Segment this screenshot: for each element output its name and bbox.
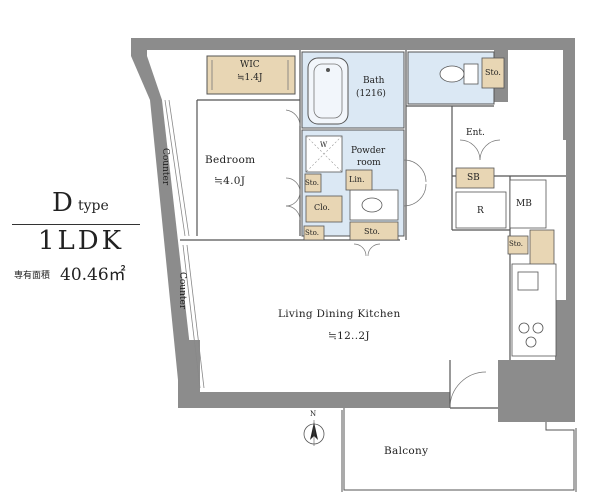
- ldk-label: Living Dining Kitchen: [278, 308, 401, 320]
- refrigerator-label: R: [477, 206, 484, 216]
- type-divider: [12, 224, 140, 225]
- wic-room: [206, 55, 296, 95]
- compass-label: N: [310, 410, 317, 418]
- powder-label-1: Powder: [351, 146, 386, 156]
- bath-label: Bath: [363, 76, 385, 86]
- type-letter: D: [52, 188, 73, 218]
- counter-label-lower: Counter: [177, 272, 187, 310]
- balcony: [341, 408, 577, 492]
- toilet-storage-label: Sto.: [485, 68, 501, 77]
- linen-label: Lin.: [349, 175, 365, 184]
- meter-box-label: MB: [516, 199, 532, 209]
- bath-size: (1216): [356, 89, 386, 99]
- balcony-label: Balcony: [384, 445, 429, 457]
- powder-room: [301, 129, 405, 237]
- counter-lines: [164, 99, 205, 389]
- entrance-label: Ent.: [466, 128, 485, 138]
- wic-size: ≒1.4J: [237, 73, 263, 83]
- washer-label: W: [320, 141, 328, 149]
- entrance-area: [455, 139, 547, 229]
- kitchen-counter: [507, 229, 557, 357]
- ldk-size: ≒12..2J: [328, 330, 370, 342]
- shoebox-label: SB: [467, 173, 480, 183]
- door-swings: [285, 109, 487, 409]
- powder-label-2: room: [357, 158, 381, 168]
- toilet-room: [407, 51, 505, 105]
- wic-label: WIC: [240, 60, 260, 70]
- counter-label-upper: Counter: [160, 148, 170, 186]
- bed-storage-label: Sto.: [305, 229, 319, 237]
- closet-label: Clo.: [314, 203, 330, 212]
- outer-walls: [131, 38, 575, 422]
- bedroom-label: Bedroom: [205, 154, 256, 166]
- bedroom-size: ≒4.0J: [214, 175, 246, 187]
- small-storage-label: Sto.: [305, 179, 319, 187]
- hall-storage-label: Sto.: [364, 227, 380, 236]
- area-value: 40.46㎡: [60, 265, 126, 285]
- compass-icon: [303, 420, 325, 446]
- layout-label: 1LDK: [38, 226, 125, 256]
- bath-room: [301, 51, 405, 129]
- kitchen-storage-label: Sto.: [509, 240, 523, 248]
- closet-stack: [285, 177, 399, 241]
- area-label: 専有面積: [14, 271, 51, 281]
- type-word: type: [78, 198, 109, 214]
